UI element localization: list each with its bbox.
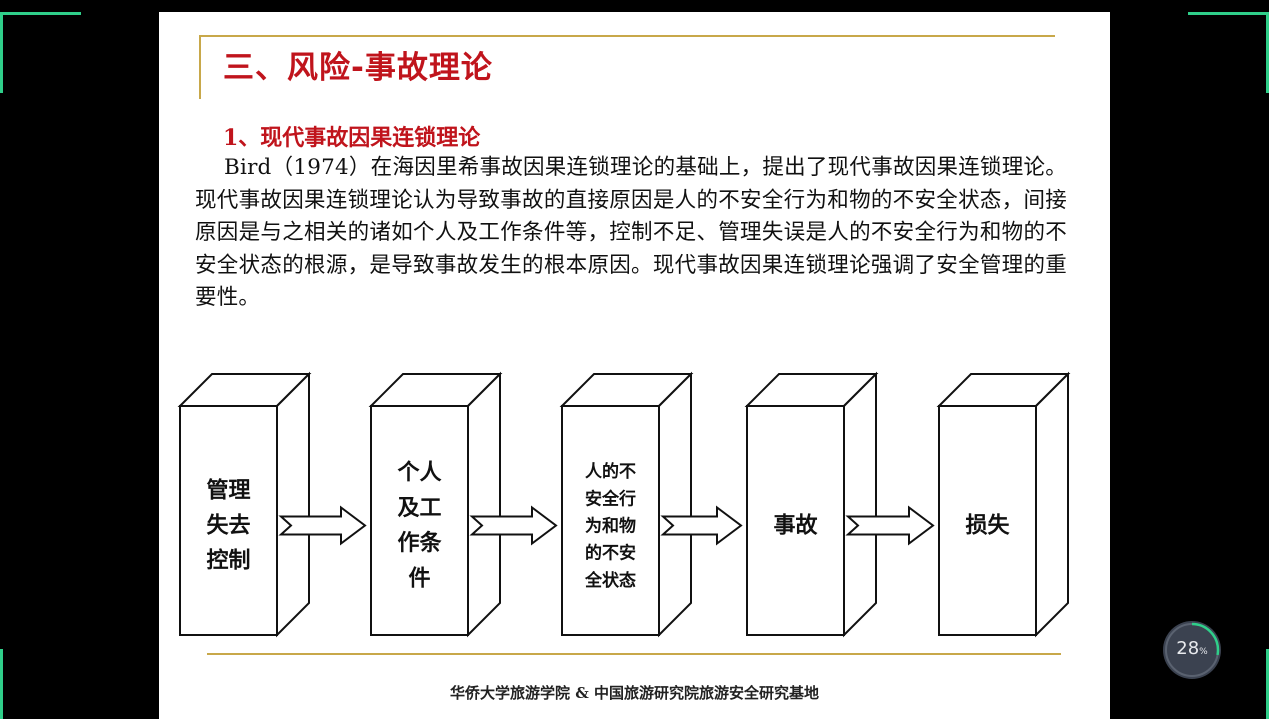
box-5-side-face bbox=[1035, 371, 1069, 638]
box-1-label-line: 控制 bbox=[206, 548, 250, 574]
title-rule-left bbox=[199, 35, 201, 99]
slide-title: 三、风险-事故理论 bbox=[223, 50, 493, 86]
zoom-level-badge[interactable]: 28% bbox=[1163, 621, 1221, 679]
box-2-label-line: 件 bbox=[408, 566, 430, 591]
box-3-label-line: 安全行 bbox=[585, 488, 636, 509]
box-1-side-face bbox=[276, 371, 310, 638]
box-2-label-line: 作条 bbox=[397, 530, 442, 556]
box-3-label-line: 的不安 bbox=[585, 543, 636, 564]
box-1-front-face bbox=[179, 405, 278, 636]
box-4-front-face bbox=[746, 405, 845, 636]
box-3-side-face bbox=[658, 371, 692, 638]
box-2-label-line: 及工 bbox=[397, 496, 441, 521]
box-1-label-line: 失去 bbox=[206, 514, 250, 539]
body-paragraph: Bird（1974）在海因里希事故因果连锁理论的基础上，提出了现代事故因果连锁理… bbox=[195, 155, 1067, 310]
slide: 三、风险-事故理论 1、现代事故因果连锁理论 Bird（1974）在海因里希事故… bbox=[159, 12, 1110, 719]
box-3-label-line: 全状态 bbox=[584, 570, 636, 591]
box-4-side-face bbox=[843, 371, 877, 638]
box-3-label-line: 人的不 bbox=[585, 461, 636, 482]
box-1-label-line: 管理 bbox=[206, 477, 250, 503]
box-2-front-face bbox=[370, 405, 469, 636]
frame-corner-bottom-left bbox=[0, 649, 9, 719]
chain-arrow-icon bbox=[469, 505, 558, 546]
chain-arrow-icon bbox=[660, 505, 743, 546]
box-5-front-face bbox=[938, 405, 1037, 636]
title-rule-top bbox=[199, 35, 1055, 37]
footer-rule bbox=[207, 653, 1061, 655]
zoom-level-text: 28% bbox=[1176, 638, 1208, 659]
frame-corner-top-right bbox=[1188, 12, 1269, 93]
box-4-label-line: 事故 bbox=[773, 513, 818, 539]
slide-footer: 华侨大学旅游学院 & 中国旅游研究院旅游安全研究基地 bbox=[450, 684, 819, 702]
box-5-label-line: 损失 bbox=[965, 514, 1010, 539]
frame-corner-bottom-right bbox=[1260, 649, 1269, 719]
frame-corner-top-left bbox=[0, 12, 81, 93]
box-2-label-line: 个人 bbox=[397, 461, 441, 486]
box-2-side-face bbox=[467, 371, 501, 638]
chain-arrow-icon bbox=[278, 505, 367, 546]
chain-arrow-icon bbox=[845, 505, 935, 546]
box-3-front-face bbox=[561, 405, 660, 636]
section-subheading: 1、现代事故因果连锁理论 bbox=[223, 125, 481, 151]
box-3-label-line: 为和物 bbox=[585, 516, 636, 537]
zoom-progress-ring-icon bbox=[1164, 622, 1220, 678]
